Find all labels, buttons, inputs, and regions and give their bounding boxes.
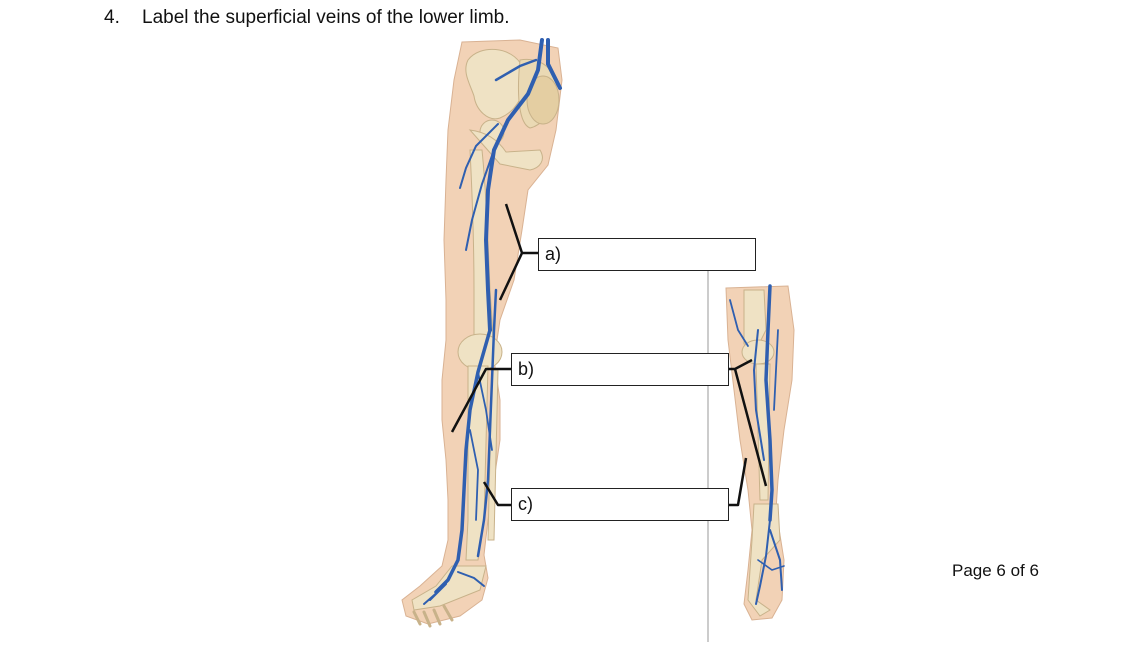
page-number: Page 6 of 6 — [952, 561, 1039, 580]
label-c-text: c) — [518, 494, 533, 514]
label-box-c[interactable]: c) — [511, 488, 729, 521]
question-heading: 4. Label the superficial veins of the low… — [104, 6, 510, 30]
label-a-text: a) — [545, 244, 562, 264]
label-box-a[interactable]: a) — [538, 238, 756, 271]
label-box-b[interactable]: b) — [511, 353, 729, 386]
leader-lines — [450, 203, 768, 507]
label-b-text: b) — [518, 359, 535, 379]
question-text: Label the superficial veins of the lower… — [142, 7, 510, 28]
anterior-leg-illustration — [401, 38, 563, 628]
question-number: 4. — [104, 7, 120, 28]
posterior-leg-illustration — [725, 284, 795, 621]
